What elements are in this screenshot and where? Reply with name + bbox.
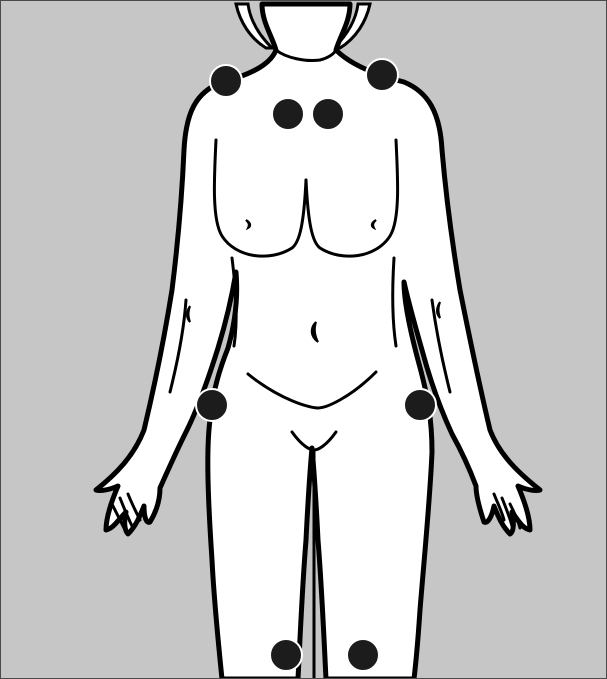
marker-left-knee [270, 639, 302, 671]
marker-right-hip [404, 389, 436, 421]
elbow-mark-left [187, 306, 190, 322]
marker-left-hip [196, 389, 228, 421]
marker-right-knee [347, 639, 379, 671]
marker-right-shoulder [366, 59, 398, 91]
elbow-mark-right [437, 302, 440, 318]
marker-left-upper-chest [272, 98, 304, 130]
marker-right-upper-chest [312, 98, 344, 130]
marker-left-shoulder [210, 65, 242, 97]
